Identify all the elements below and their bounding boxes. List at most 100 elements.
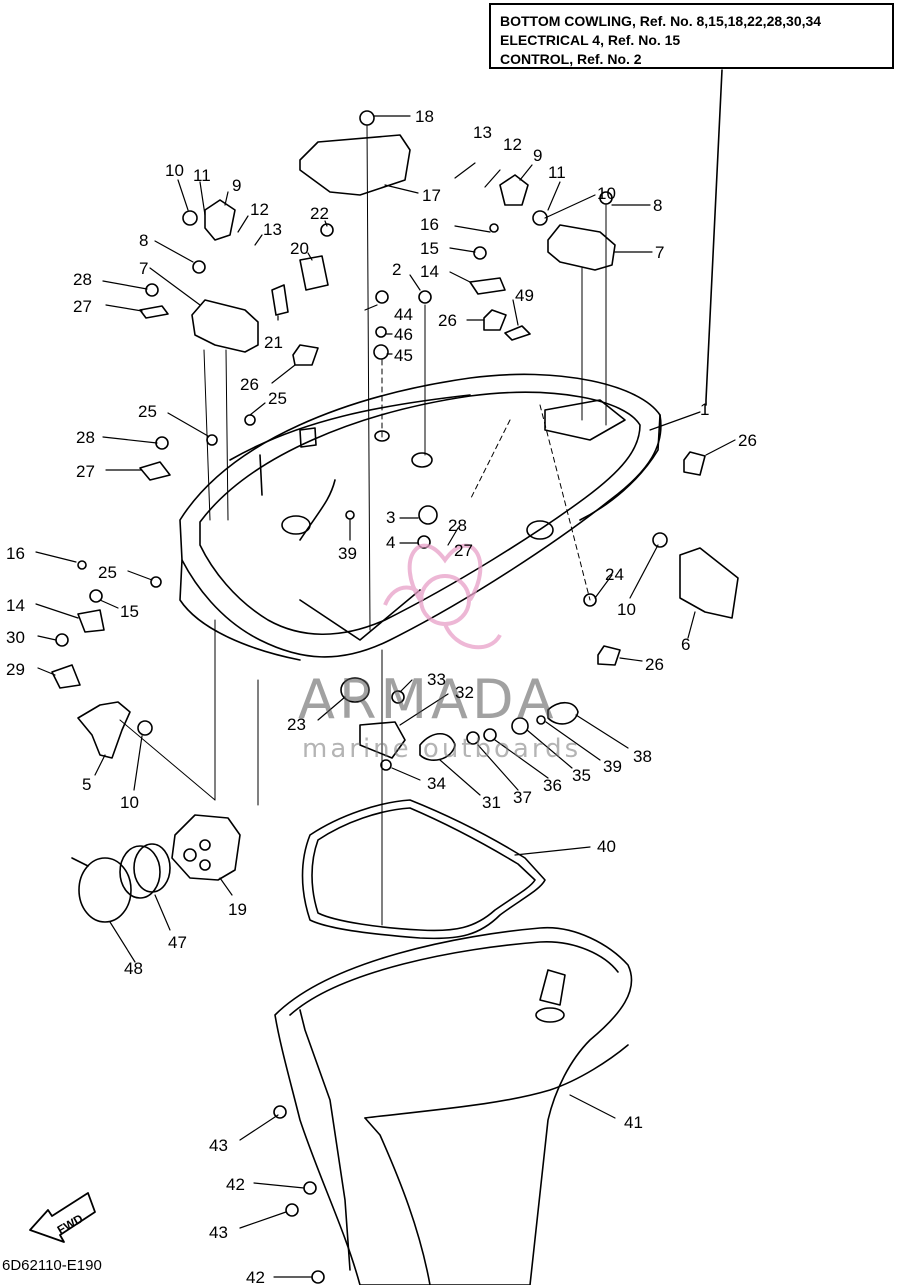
callout-45: 45 [394,346,413,365]
callout-10: 10 [617,600,636,619]
callout-24: 24 [605,565,624,584]
grommet-10b [532,210,548,226]
clamp-6-part [679,547,739,619]
washer-37 [466,731,480,745]
callout-15: 15 [120,602,139,621]
callout-33: 33 [427,670,446,689]
bolt-24 [583,593,597,607]
callout-25: 25 [98,563,117,582]
nut-42b [311,1270,325,1284]
callout-9: 9 [232,176,241,195]
right-bracket-part [547,224,616,271]
bolt-28a [145,283,159,297]
bolt-15b [89,589,103,603]
callout-23: 23 [287,715,306,734]
callout-26: 26 [240,375,259,394]
damper-26c [683,451,706,476]
grommet-3 [418,505,438,525]
callout-28: 28 [73,270,92,289]
callout-5: 5 [82,775,91,794]
callout-3: 3 [386,508,395,527]
diagram-code: 6D62110-E190 [2,1257,102,1274]
reference-box: BOTTOM COWLING, Ref. No. 8,15,18,22,28,3… [489,3,894,69]
callout-10: 10 [165,161,184,180]
band-48-part [78,857,132,923]
washer-39b [536,715,546,725]
callout-19: 19 [228,900,247,919]
bolt-8a [192,260,206,274]
callout-7: 7 [655,243,664,262]
ref-line-bottom-cowling: BOTTOM COWLING, Ref. No. 8,15,18,22,28,3… [500,13,822,29]
bolt-34 [380,759,392,771]
nut-35 [511,717,529,735]
spring-16a [489,223,499,233]
callout-20: 20 [290,239,309,258]
callout-26: 26 [438,311,457,330]
bolt-2 [418,290,432,304]
callout-16: 16 [6,544,25,563]
callout-2: 2 [392,260,401,279]
bolt-30 [55,633,69,647]
sheet-49 [504,325,531,341]
boot-31-part [419,732,456,761]
callout-13: 13 [473,123,492,142]
bolt-43b [285,1203,299,1217]
connector-19-part [171,814,241,881]
callout-1: 1 [700,400,709,419]
callout-25: 25 [138,402,157,421]
ref-line-control: CONTROL, Ref. No. 2 [500,51,642,67]
seal-gasket-part [301,799,546,940]
bolt-43a [273,1105,287,1119]
ref-line-electrical: ELECTRICAL 4, Ref. No. 15 [500,32,681,48]
callout-48: 48 [124,959,143,978]
callout-42: 42 [246,1268,265,1285]
callout-35: 35 [572,766,591,785]
callout-13: 13 [263,220,282,239]
bracket-20 [299,255,329,291]
callout-27: 27 [454,541,473,560]
callout-9: 9 [533,146,542,165]
callout-39: 39 [603,757,622,776]
callout-42: 42 [226,1175,245,1194]
callout-38: 38 [633,747,652,766]
grommet-10a [182,210,198,226]
callout-18: 18 [415,107,434,126]
callout-43: 43 [209,1223,228,1242]
bottom-cowling-part [179,373,662,661]
callout-27: 27 [73,297,92,316]
watermark: ARMADA marine outboards [298,543,581,764]
callout-26: 26 [738,431,757,450]
plate-14a [469,277,506,295]
bellows-23-part [340,677,370,703]
callout-28: 28 [448,516,467,535]
callout-4: 4 [386,533,395,552]
watermark-subtitle: marine outboards [302,734,581,764]
bolt-25a [206,434,218,446]
left-lever-part [204,199,236,241]
grommet-45 [373,344,389,360]
lever-5-part [77,701,131,759]
callout-14: 14 [420,262,439,281]
callout-30: 30 [6,628,25,647]
callout-10: 10 [597,184,616,203]
callout-29: 29 [6,660,25,679]
damper-26b [483,309,507,331]
callout-15: 15 [420,239,439,258]
washer-46 [375,326,387,338]
plate-27a [139,305,169,319]
callout-14: 14 [6,596,25,615]
left-bracket-part [191,299,259,353]
callout-41: 41 [624,1113,643,1132]
right-lever-part [499,174,529,206]
callout-25: 25 [268,389,287,408]
clip-39a [345,510,355,520]
clip-21 [271,284,289,316]
callout-8: 8 [653,196,662,215]
callout-10: 10 [120,793,139,812]
callout-32: 32 [455,683,474,702]
bolt-25b [244,414,256,426]
callout-labels: 18 17 13 12 9 11 10 8 7 16 15 14 49 26 2… [6,107,757,1285]
callout-6: 6 [681,635,690,654]
top-plate-part [299,134,411,196]
